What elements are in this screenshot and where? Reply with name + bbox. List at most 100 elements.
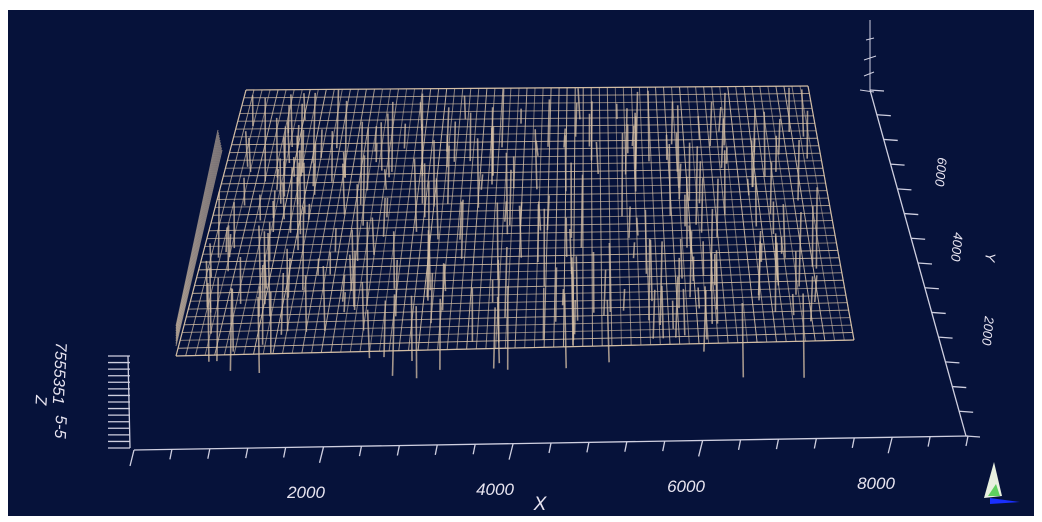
mesh-edge bbox=[518, 205, 523, 258]
mesh-edge bbox=[769, 162, 773, 214]
mesh-edge bbox=[580, 174, 584, 248]
mesh-edge bbox=[300, 103, 303, 177]
mesh-edge bbox=[492, 307, 496, 369]
x-axis-title: X bbox=[533, 494, 548, 515]
mesh-edge bbox=[419, 102, 423, 131]
mesh-edge bbox=[571, 266, 574, 346]
y-axis-title: Y bbox=[982, 252, 999, 265]
mesh-edge bbox=[649, 239, 653, 302]
mesh-edge bbox=[777, 118, 781, 155]
mesh-edge bbox=[519, 201, 523, 227]
mesh-edge bbox=[573, 299, 576, 335]
orientation-axes-icon[interactable] bbox=[984, 462, 1020, 504]
mesh-edge bbox=[233, 89, 295, 355]
mesh-edge bbox=[391, 101, 394, 172]
mesh-edge bbox=[622, 288, 626, 311]
mesh-edge bbox=[563, 128, 566, 148]
mesh-edge bbox=[394, 259, 398, 317]
mesh-edge bbox=[207, 283, 210, 362]
render-viewport[interactable]: 2000 4000 6000 8000 X 6000 4000 2000 Y 7… bbox=[8, 10, 1034, 516]
mesh-edge bbox=[231, 289, 234, 352]
mesh-edge bbox=[320, 129, 323, 158]
mesh-edge bbox=[670, 101, 674, 145]
mesh-edge bbox=[430, 273, 434, 324]
mesh-edge bbox=[534, 129, 538, 190]
mesh-edge bbox=[569, 228, 573, 275]
x-tick-label: 4000 bbox=[476, 480, 514, 499]
mesh-edge bbox=[366, 128, 369, 191]
y-tick-label: 6000 bbox=[932, 157, 950, 188]
mesh-edge bbox=[351, 229, 355, 307]
axis-tick-mark bbox=[931, 311, 946, 315]
mesh-edge bbox=[554, 267, 558, 322]
mesh-edge bbox=[476, 138, 480, 208]
mesh-edge bbox=[286, 248, 289, 332]
mesh-edge bbox=[330, 89, 375, 353]
y-axis-end-cap bbox=[859, 20, 877, 93]
mesh-edge bbox=[811, 206, 814, 267]
mesh-edge bbox=[490, 127, 494, 176]
mesh-edge bbox=[758, 241, 761, 301]
mesh-edge bbox=[175, 339, 855, 357]
viewport-background bbox=[8, 10, 1034, 516]
mesh-edge bbox=[287, 258, 291, 298]
mesh-edge bbox=[403, 123, 407, 149]
mesh-edge bbox=[299, 150, 302, 235]
mesh-edge bbox=[435, 178, 439, 240]
mesh-edge bbox=[336, 89, 340, 149]
mesh-edge bbox=[782, 204, 786, 258]
mesh-edge bbox=[735, 86, 768, 343]
axis-tick-mark bbox=[813, 438, 818, 449]
axis-tick-mark bbox=[897, 188, 912, 191]
scene-3d[interactable]: 2000 4000 6000 8000 X 6000 4000 2000 Y 7… bbox=[8, 10, 1034, 516]
mesh-edge bbox=[371, 217, 375, 255]
axis-tick-mark bbox=[245, 447, 249, 459]
mesh-edge bbox=[386, 197, 389, 218]
mesh-edge bbox=[608, 242, 612, 313]
mesh-edge bbox=[217, 191, 220, 258]
mesh-edge bbox=[279, 158, 282, 204]
mesh-edge bbox=[214, 89, 279, 356]
mesh-edge bbox=[741, 302, 745, 378]
mesh-edge bbox=[312, 163, 315, 187]
axis-tick-mark bbox=[508, 443, 514, 460]
mesh-edge bbox=[421, 124, 424, 204]
mesh-edge bbox=[575, 256, 579, 321]
mesh-edge bbox=[369, 88, 408, 352]
mesh-edge bbox=[501, 88, 505, 148]
mesh-edge bbox=[763, 111, 766, 177]
mesh-edge bbox=[374, 126, 378, 152]
mesh-edge bbox=[709, 101, 713, 147]
mesh-edge bbox=[280, 272, 285, 335]
axis-tick-mark bbox=[207, 448, 211, 459]
mesh-edge bbox=[427, 88, 456, 351]
mesh-edge bbox=[359, 121, 364, 205]
mesh-edge bbox=[312, 92, 316, 164]
mesh-edge bbox=[750, 140, 754, 188]
mesh-edge bbox=[349, 88, 391, 352]
x-axis bbox=[129, 435, 969, 467]
mesh-edge bbox=[606, 299, 610, 363]
axis-tick-mark bbox=[883, 138, 898, 142]
mesh-edge bbox=[466, 88, 488, 350]
mesh-edge bbox=[679, 86, 700, 344]
axis-tick-mark bbox=[129, 449, 135, 467]
mesh-edge bbox=[675, 276, 679, 338]
mesh-edge bbox=[185, 89, 255, 356]
mesh-edge bbox=[746, 178, 750, 196]
mesh-edge bbox=[537, 204, 540, 263]
mesh-edge bbox=[446, 88, 472, 350]
mesh-edge bbox=[695, 146, 699, 225]
mesh-edge bbox=[313, 143, 317, 195]
mesh-edge bbox=[614, 87, 622, 346]
axis-tick-mark bbox=[904, 212, 919, 216]
mesh-edge bbox=[341, 274, 346, 302]
axis-tick-mark bbox=[945, 361, 960, 364]
mesh-edge bbox=[698, 161, 702, 204]
mesh-edge bbox=[703, 290, 707, 352]
mesh-edge bbox=[216, 277, 219, 362]
mesh-edge bbox=[815, 187, 818, 269]
mesh-edge bbox=[697, 115, 701, 140]
mesh-edge bbox=[546, 195, 550, 231]
axis-tick-mark bbox=[698, 440, 704, 457]
